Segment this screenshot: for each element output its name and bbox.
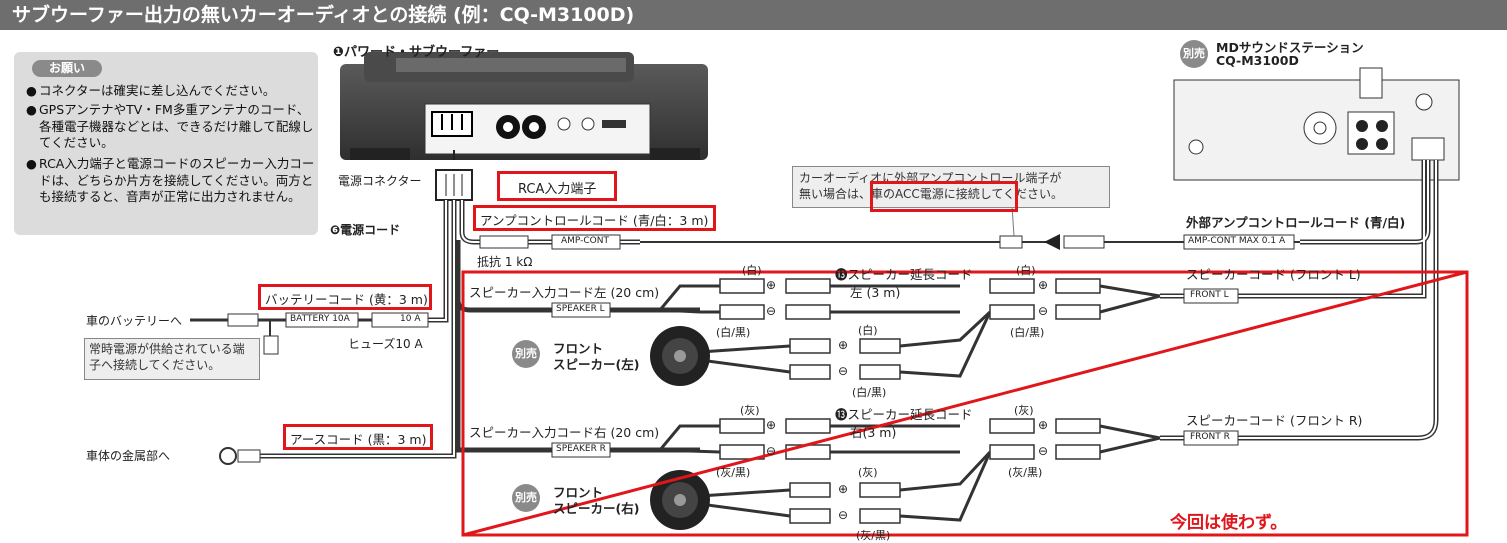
earth-cord-label: アースコード (黒：3 m)	[290, 432, 427, 447]
color-label: (灰)	[740, 404, 760, 417]
page-title: サブウーファー出力の無いカーオーディオとの接続 (例：CQ-M3100D)	[0, 0, 1507, 30]
earth-cord-box: アースコード (黒：3 m)	[283, 424, 433, 450]
md-head-unit	[1173, 67, 1460, 181]
unused-note: 今回は使わず。	[1170, 513, 1288, 533]
fuse-label: ヒューズ10 A	[348, 337, 423, 351]
ext-right-label: ⓭スピーカー延長コード	[835, 407, 973, 422]
battery-cord-label: バッテリーコード (黄：3 m)	[265, 292, 428, 307]
ext-right-len: 右(3 m)	[850, 425, 897, 440]
color-label: (白)	[742, 264, 762, 277]
color-label: (白/黒)	[852, 386, 887, 399]
plus-sign: ⊕	[1038, 278, 1049, 292]
plus-sign: ⊕	[1038, 418, 1049, 432]
color-label: (灰)	[858, 466, 878, 479]
spk-right-tag: SPEAKER R	[556, 444, 606, 454]
resistor-label: 抵抗 1 kΩ	[477, 255, 533, 269]
acc-highlight-box	[870, 181, 1018, 212]
notes-box: お願い ●コネクターは確実に差し込んでください。 ●GPSアンテナやTV・FM多…	[14, 52, 318, 235]
spk-front-r-label: スピーカーコード (フロント R)	[1186, 413, 1363, 428]
subwoofer-unit	[340, 52, 708, 160]
battery-tag: BATTERY 10A	[290, 314, 350, 324]
ext-left-len: 左 (3 m)	[850, 285, 901, 300]
minus-sign: ⊖	[1038, 444, 1049, 458]
amp-cord-label: アンプコントロールコード (青/白：3 m)	[480, 213, 709, 228]
spk-front-l-label: スピーカーコード (フロント L)	[1186, 267, 1361, 282]
ext-amp-cord-label: 外部アンプコントロールコード (青/白)	[1186, 215, 1406, 230]
minus-sign: ⊖	[766, 304, 777, 318]
rca-input-box: RCA入力端子	[497, 171, 617, 201]
color-label: (灰)	[1014, 404, 1034, 417]
color-label: (白/黒)	[1010, 326, 1045, 339]
to-chassis-label: 車体の金属部へ	[86, 449, 171, 463]
subwoofer-label: ❶パワード・サブウーファー	[333, 45, 500, 60]
notes-header: お願い	[32, 60, 102, 77]
md-model: CQ-M3100D	[1216, 53, 1299, 68]
spk-front-l-tag: FRONT L	[1190, 290, 1229, 300]
color-label: (灰/黒)	[1008, 466, 1043, 479]
note-item: ●RCA入力端子と電源コードのスピーカー入力コードは、どちらか片方を接続してくだ…	[26, 156, 315, 204]
battery-note: 常時電源が供給されている端子へ接続してください。	[84, 338, 260, 380]
spk-in-left-label: スピーカー入力コード左 (20 cm)	[469, 285, 660, 300]
spk-front-r-tag: FRONT R	[1190, 432, 1230, 442]
front-speaker-right	[650, 470, 710, 530]
front-speaker-left	[650, 326, 710, 386]
front-left-label-a: フロント	[553, 341, 604, 356]
rca-input-label: RCA入力端子	[518, 182, 597, 197]
amp-cont-tag: AMP-CONT	[561, 236, 609, 246]
fuse-tag: 10 A	[400, 314, 421, 324]
spk-left-tag: SPEAKER L	[556, 304, 605, 314]
plus-sign: ⊕	[838, 482, 849, 496]
minus-sign: ⊖	[766, 444, 777, 458]
power-connector-label: 電源コネクター	[338, 174, 422, 188]
color-label: (白/黒)	[716, 326, 751, 339]
minus-sign: ⊖	[838, 364, 849, 378]
front-right-label-b: スピーカー(右)	[553, 501, 640, 516]
color-label: (白)	[858, 324, 878, 337]
spk-in-right-label: スピーカー入力コード右 (20 cm)	[469, 425, 660, 440]
note-item: ●コネクターは確実に差し込んでください。	[26, 83, 276, 98]
amp-cord-box: アンプコントロールコード (青/白：3 m)	[473, 205, 716, 231]
plus-sign: ⊕	[766, 418, 777, 432]
acc-note-line2a: 無い場合は、	[799, 187, 872, 201]
front-right-label-a: フロント	[553, 485, 604, 500]
plus-sign: ⊕	[838, 338, 849, 352]
power-cord-label: ❻電源コード	[330, 223, 401, 237]
color-label: (白)	[1016, 264, 1036, 277]
ext-left-label: ⓭スピーカー延長コード	[835, 267, 973, 282]
to-battery-label: 車のバッテリーへ	[86, 314, 183, 328]
minus-sign: ⊖	[838, 508, 849, 522]
plus-sign: ⊕	[766, 278, 777, 292]
minus-sign: ⊖	[1038, 304, 1049, 318]
ext-amp-tag: AMP-CONT MAX 0.1 A	[1188, 236, 1286, 246]
color-label: (灰/黒)	[716, 466, 751, 479]
optional-badge: 別売	[1180, 40, 1208, 68]
md-name: MDサウンドステーション	[1216, 40, 1364, 55]
battery-cord-box: バッテリーコード (黄：3 m)	[258, 284, 432, 310]
front-left-label-b: スピーカー(左)	[553, 357, 640, 372]
color-label: (灰/黒)	[856, 529, 891, 542]
optional-badge-right: 別売	[512, 484, 540, 512]
note-item: ●GPSアンテナやTV・FM多重アンテナのコード、各種電子機器などとは、できるだ…	[26, 102, 314, 150]
optional-badge-left: 別売	[512, 340, 540, 368]
